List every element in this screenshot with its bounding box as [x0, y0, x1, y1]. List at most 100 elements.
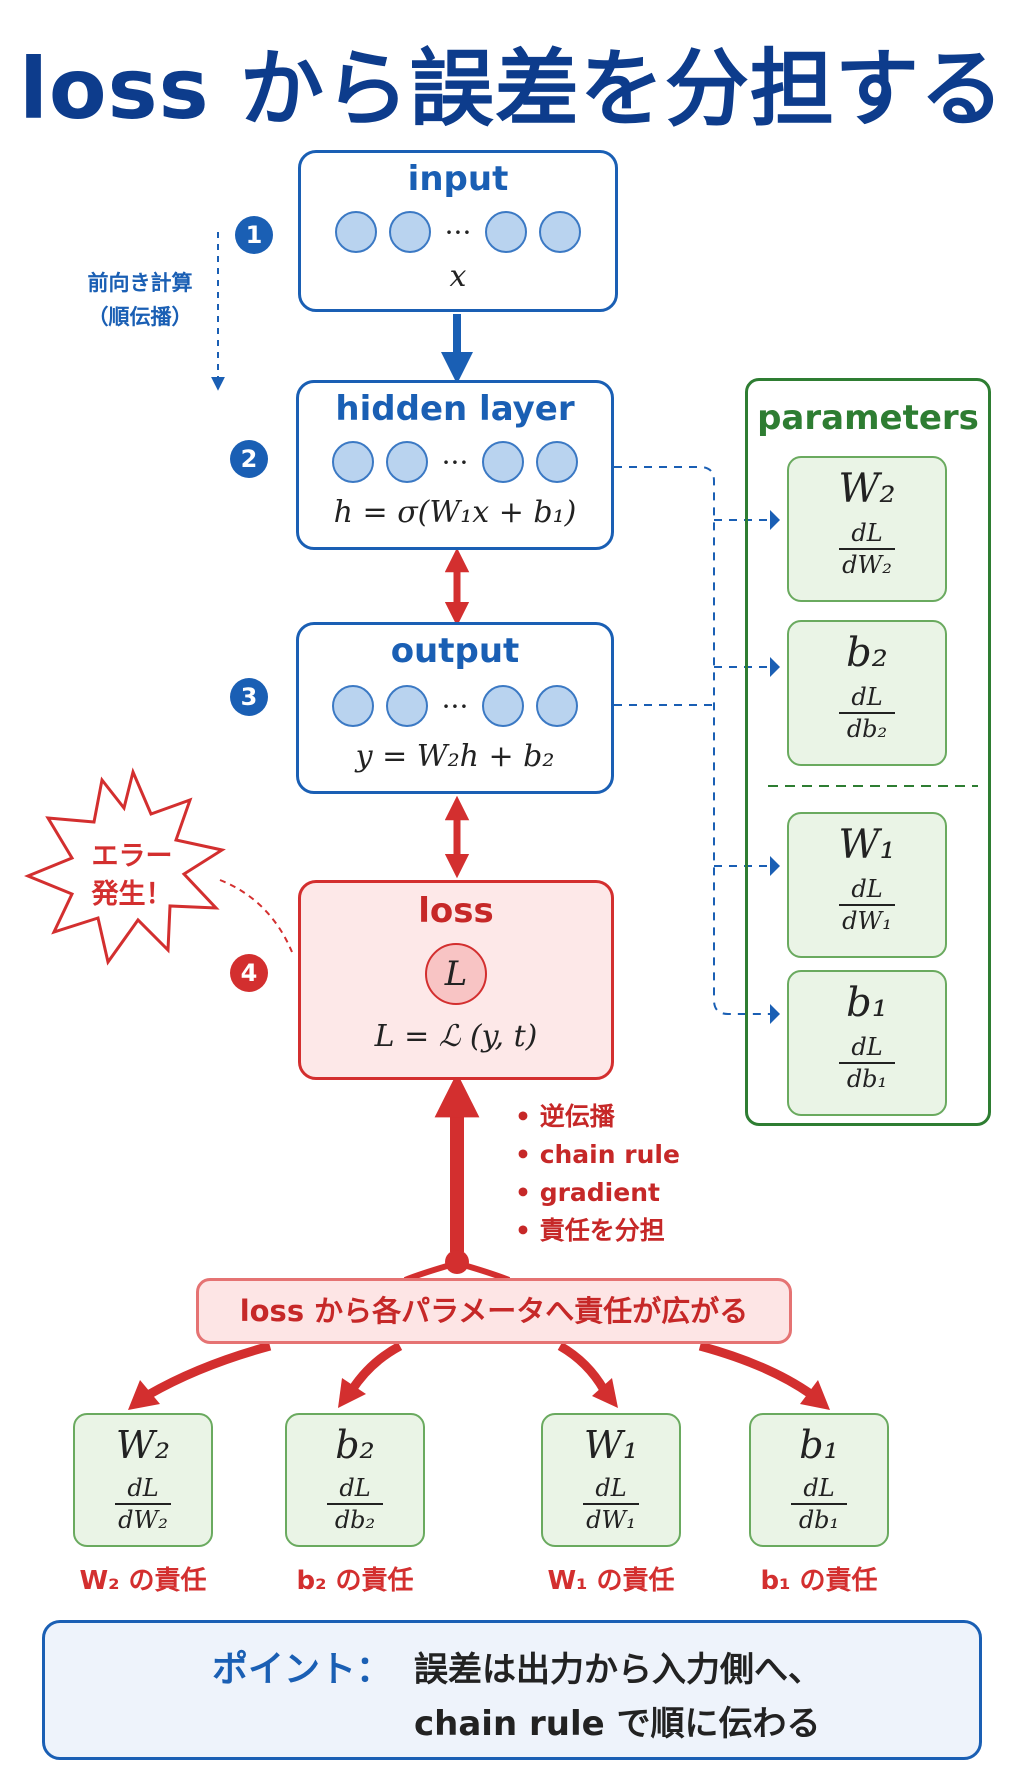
fraction-denominator: db₁	[846, 1065, 888, 1093]
fraction-bar	[791, 1503, 847, 1505]
fraction-bar	[839, 1062, 895, 1064]
neuron	[536, 441, 578, 483]
input-layer-title: input	[407, 159, 509, 199]
param-symbol: W₁	[838, 822, 896, 868]
gradient-fraction: dL dW₁	[789, 876, 945, 934]
loss-box: loss L L = ℒ (y, t)	[298, 880, 614, 1080]
fraction-numerator: dL	[851, 519, 883, 547]
param-symbol: b₂	[335, 1423, 375, 1467]
input-layer: input ··· x	[298, 150, 618, 312]
resp-label-w1: W₁ の責任	[547, 1566, 675, 1596]
param-symbol: W₂	[115, 1423, 171, 1467]
neuron	[386, 441, 428, 483]
neuron	[536, 685, 578, 727]
fraction-numerator: dL	[127, 1474, 159, 1502]
bullet-item: chain rule	[515, 1136, 680, 1174]
output-layer-title: output	[390, 631, 520, 671]
resp-label-b1: b₁ の責任	[760, 1566, 878, 1596]
neuron	[485, 211, 527, 253]
hidden-layer-title: hidden layer	[335, 389, 575, 429]
loss-title: loss	[418, 891, 494, 931]
gradient-fraction: dL dW₂	[75, 1475, 211, 1533]
neuron	[539, 211, 581, 253]
forward-note-line2: （順伝播）	[87, 305, 193, 329]
fraction-denominator: db₂	[334, 1506, 376, 1534]
error-burst-text: エラー 発生！	[62, 838, 202, 914]
forward-note: 前向き計算 （順伝播）	[40, 266, 240, 334]
fraction-bar	[839, 712, 895, 714]
parameters-panel	[745, 378, 991, 1126]
fraction-denominator: dW₁	[842, 907, 892, 935]
point-label: ポイント：	[212, 1649, 393, 1690]
neuron	[386, 685, 428, 727]
point-line1: 誤差は出力から入力側へ、	[414, 1650, 822, 1690]
bullet-item: gradient	[515, 1174, 680, 1212]
fraction-denominator: dW₂	[842, 551, 892, 579]
resp-label-b2: b₂ の責任	[296, 1566, 414, 1596]
gradient-fraction: dL dW₂	[789, 520, 945, 578]
param-symbol: b₂	[846, 630, 888, 676]
spread-arrowheads	[128, 1378, 830, 1410]
fraction-numerator: dL	[595, 1474, 627, 1502]
gradient-fraction: dL db₂	[789, 684, 945, 742]
param-symbol: b₁	[846, 980, 888, 1026]
page-title: loss から誤差を分担する	[19, 40, 1005, 138]
neuron	[482, 441, 524, 483]
param-link-heads	[770, 510, 780, 1024]
backprop-bullet-list: 逆伝播 chain rule gradient 責任を分担	[515, 1098, 680, 1250]
neuron	[389, 211, 431, 253]
resp-card-w2: W₂ dL dW₂	[73, 1413, 213, 1547]
neuron	[332, 441, 374, 483]
fraction-numerator: dL	[339, 1474, 371, 1502]
loss-formula: L = ℒ (y, t)	[374, 1019, 538, 1054]
param-links	[614, 466, 770, 1015]
gradient-fraction: dL db₂	[287, 1475, 423, 1533]
param-card-w1: W₁ dL dW₁	[787, 812, 947, 958]
fraction-numerator: dL	[803, 1474, 835, 1502]
hidden-formula: h = σ(W₁x + b₁)	[333, 495, 577, 530]
resp-card-b2: b₂ dL db₂	[285, 1413, 425, 1547]
fraction-bar	[115, 1503, 171, 1505]
ellipsis: ···	[444, 215, 472, 249]
bullet-item: 逆伝播	[515, 1098, 680, 1136]
gradient-fraction: dL db₁	[751, 1475, 887, 1533]
output-neurons: ···	[299, 685, 611, 727]
ellipsis: ···	[441, 689, 469, 723]
param-card-w2: W₂ dL dW₂	[787, 456, 947, 602]
neuron	[335, 211, 377, 253]
fraction-bar	[583, 1503, 639, 1505]
param-card-b2: b₂ dL db₂	[787, 620, 947, 766]
output-layer: output ··· y = W₂h + b₂	[296, 622, 614, 794]
param-symbol: b₁	[799, 1423, 839, 1467]
step-badge-1: 1	[235, 216, 273, 254]
resp-label-w2: W₂ の責任	[79, 1566, 207, 1596]
loss-symbol: L	[425, 943, 487, 1005]
forward-note-line1: 前向き計算	[87, 271, 193, 295]
resp-card-b1: b₁ dL db₁	[749, 1413, 889, 1547]
point-box	[42, 1620, 982, 1760]
fraction-bar	[839, 904, 895, 906]
input-formula: x	[449, 259, 467, 294]
error-burst-line2: 発生！	[91, 879, 173, 910]
burst-link	[219, 879, 293, 953]
param-symbol: W₁	[583, 1423, 639, 1467]
fraction-denominator: db₁	[798, 1506, 840, 1534]
fraction-bar	[839, 548, 895, 550]
error-burst-line1: エラー	[91, 841, 173, 872]
spread-arrows	[145, 1341, 815, 1399]
bullet-item: 責任を分担	[515, 1212, 680, 1250]
step-badge-3: 3	[230, 678, 268, 716]
fraction-denominator: db₂	[846, 715, 888, 743]
fraction-bar	[327, 1503, 383, 1505]
fraction-numerator: dL	[851, 875, 883, 903]
resp-card-w1: W₁ dL dW₁	[541, 1413, 681, 1547]
hidden-layer: hidden layer ··· h = σ(W₁x + b₁)	[296, 380, 614, 550]
param-card-b1: b₁ dL db₁	[787, 970, 947, 1116]
param-symbol: W₂	[838, 466, 896, 512]
output-formula: y = W₂h + b₂	[355, 739, 555, 774]
fraction-numerator: dL	[851, 1033, 883, 1061]
step-badge-4: 4	[230, 954, 268, 992]
gradient-fraction: dL dW₁	[543, 1475, 679, 1533]
hidden-neurons: ···	[299, 441, 611, 483]
point-line2: chain rule で順に伝わる	[414, 1704, 821, 1744]
